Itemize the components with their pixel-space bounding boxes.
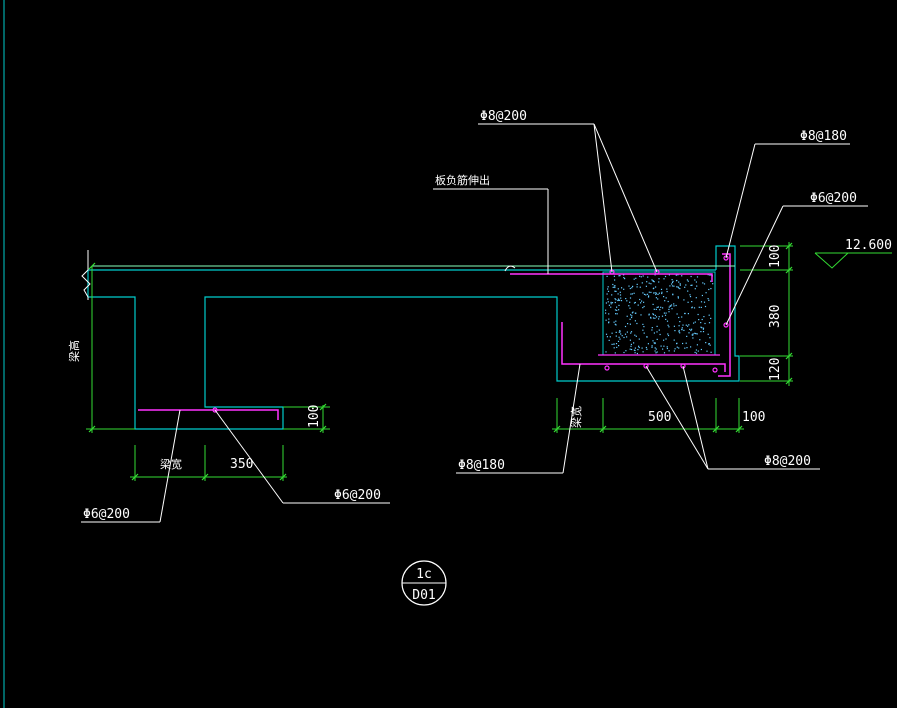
dim-right-beam-width-label: 梁宽 — [569, 406, 583, 428]
dimension-lines — [86, 242, 793, 481]
dim-right-width-value: 500 — [648, 410, 671, 425]
label-rebar-bottom-center: Φ8@180 — [458, 458, 505, 473]
slab-rebar-hook — [504, 265, 516, 272]
label-rebar-bottom-mid: Φ6@200 — [334, 488, 381, 503]
rebar-left-bottom — [138, 409, 279, 420]
rebar-slab-negative — [510, 273, 713, 282]
rebar-right-stirrup — [718, 253, 731, 377]
detail-mark-sheet: D01 — [412, 588, 435, 603]
label-rebar-bottom-right: Φ8@200 — [764, 454, 811, 469]
label-rebar-top-mid: Φ8@200 — [480, 109, 527, 124]
break-line — [81, 250, 91, 300]
detail-mark-number: 1c — [416, 567, 432, 582]
dim-left-height-value: 100 — [307, 405, 322, 428]
dim-right-edge-value: 100 — [742, 410, 765, 425]
dim-right-height-mid: 380 — [768, 305, 783, 328]
label-slab-note: 板负筋伸出 — [435, 173, 490, 187]
rebar-right-bottom — [561, 322, 726, 372]
label-rebar-bottom-left: Φ6@200 — [83, 507, 130, 522]
dim-right-height-bottom: 120 — [768, 358, 783, 381]
leader-lines — [81, 123, 868, 523]
dim-left-width-value: 350 — [230, 457, 253, 472]
concrete-infill — [602, 271, 716, 356]
rebar-dots — [212, 255, 729, 413]
section-outline — [87, 245, 740, 430]
detail-mark: 1c D01 — [401, 560, 447, 606]
label-rebar-right-stirrup: Φ6@200 — [810, 191, 857, 206]
label-elevation: 12.600 — [845, 238, 892, 253]
label-beam-height-left: 梁高 — [67, 340, 81, 362]
dimension-ticks — [88, 242, 793, 481]
dim-left-width-label: 梁宽 — [160, 457, 182, 471]
dim-right-height-top: 100 — [768, 245, 783, 268]
label-rebar-right-top: Φ8@180 — [800, 129, 847, 144]
elevation-mark — [814, 252, 892, 269]
